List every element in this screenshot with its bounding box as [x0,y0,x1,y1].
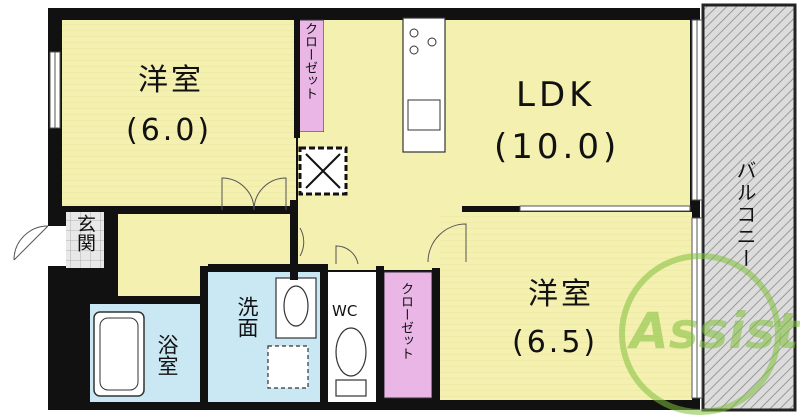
ldk-size: (10.0) [494,127,621,167]
entrance-door-opening [48,226,66,266]
balcony-label: バルコニー [733,160,757,270]
western-room-1-size: (6.0) [126,113,213,148]
western-room-1-floor [62,20,296,206]
kitchen-counter [402,17,446,153]
western-room-2-name: 洋室 [528,277,594,312]
ldk-name: LDK [516,75,596,115]
closet-2-label: クローゼット [398,282,413,360]
watermark-text: Assist [630,302,800,360]
stove-icon [409,28,437,55]
toilet-icon [335,327,367,397]
door-swings [13,177,467,265]
sink-icon [407,99,441,131]
entrance-label: 玄関 [74,214,96,252]
western-room-2-floor [440,212,692,400]
toilet-label: WC [332,302,358,320]
entrance-floor [66,212,104,268]
washing-machine-icon [267,345,309,389]
bath-label: 浴室 [155,334,179,376]
watermark-logo [619,253,781,415]
western-room-1-name: 洋室 [138,63,204,98]
closet-1-label: クローゼット [302,22,317,100]
windows [49,19,703,399]
western-room-2-size: (6.5) [512,325,599,360]
washroom-label: 洗面 [235,296,259,338]
closet-2-floor [383,271,433,399]
